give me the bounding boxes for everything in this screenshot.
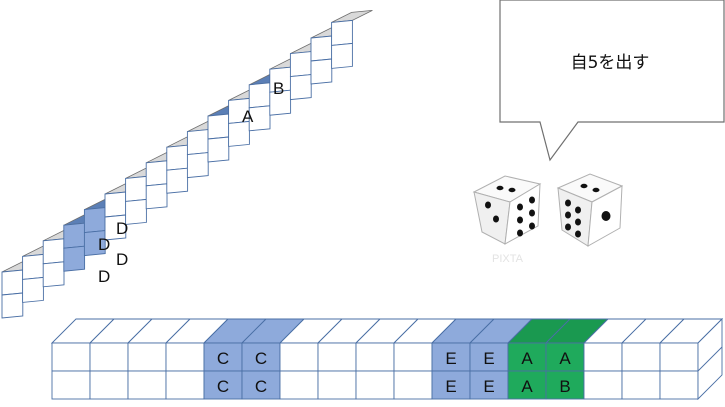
diag-tile-face [228, 120, 250, 147]
diag-tile-face [207, 136, 230, 163]
bottom-tile-label-top: C [255, 349, 267, 368]
bottom-tile-face [279, 342, 319, 372]
label-b: B [273, 79, 284, 98]
bottom-tile-label-bottom: C [217, 377, 229, 396]
bottom-tile-label-top: E [445, 349, 456, 368]
diag-tile-face [145, 183, 168, 210]
diag-tile-face [289, 51, 312, 78]
label-a: A [242, 107, 254, 126]
label-d-3: D [116, 250, 128, 269]
bottom-tile-label-bottom: E [483, 377, 494, 396]
bottom-tile-label-bottom: A [521, 377, 533, 396]
speech-callout: 自5を出す [499, 0, 725, 162]
bottom-tile-face [203, 342, 243, 372]
diag-tile-face [166, 144, 189, 171]
label-d-4: D [98, 267, 110, 286]
bottom-tile-face [393, 342, 433, 372]
bottom-tile-face [545, 370, 585, 400]
bottom-tile-label-bottom: B [559, 377, 570, 396]
bottom-tile-face [659, 370, 699, 400]
diag-tile-face [248, 82, 271, 109]
dice-pair: PIXTA [472, 173, 624, 265]
bottom-tile-face [431, 370, 471, 400]
die-right [556, 173, 624, 247]
bottom-tile-face [127, 342, 167, 372]
bottom-tile-face [89, 370, 129, 400]
bottom-row-end-divider [697, 346, 723, 372]
bottom-tile-label-top: C [217, 349, 229, 368]
bottom-tile-face [507, 342, 547, 372]
bottom-tile-face [355, 370, 395, 400]
diag-tile-face [83, 230, 106, 257]
bottom-tile-face [583, 370, 623, 400]
diag-tile-face [1, 269, 24, 296]
bottom-tile-face [165, 370, 205, 400]
bottom-tile-label-bottom: C [255, 377, 267, 396]
bottom-tile-face [469, 342, 509, 372]
label-d-1: D [116, 219, 128, 238]
bottom-tile-face [127, 370, 167, 400]
bottom-tile-face [393, 370, 433, 400]
diag-tile-face [1, 292, 24, 319]
diag-tile-face [207, 113, 230, 140]
diag-tile-face [248, 105, 271, 132]
bottom-tile-face [241, 370, 281, 400]
bottom-tile-face [621, 370, 661, 400]
diag-tile-face [42, 261, 65, 288]
bottom-tile-face [507, 370, 547, 400]
callout-text: 自5を出す [571, 53, 650, 73]
diag-tile-face [310, 35, 333, 62]
diag-tile-face [104, 191, 127, 218]
die-left [472, 175, 542, 245]
diagonal-tile-wall [1, 10, 373, 319]
bottom-tile-face [279, 370, 319, 400]
diag-tile-face [22, 276, 44, 303]
bottom-tile-label-top: A [559, 349, 571, 368]
diag-tile-face [145, 160, 168, 187]
bottom-tile-face [545, 342, 585, 372]
diag-tile-face [331, 42, 353, 69]
bottom-tile-face [317, 370, 357, 400]
diag-tile-face [186, 129, 209, 156]
diag-tile-face [42, 238, 65, 265]
bottom-tile-face [621, 342, 661, 372]
bottom-tile-label-top: E [483, 349, 494, 368]
bottom-tile-face [203, 370, 243, 400]
diag-tile-face [310, 58, 333, 85]
bottom-tile-face [355, 342, 395, 372]
diag-tile-face [83, 207, 106, 234]
bottom-tile-face [89, 342, 129, 372]
diag-tile-face [63, 245, 86, 272]
diag-tile-face [125, 198, 147, 225]
bottom-tile-label-top: A [521, 349, 533, 368]
bottom-tile-label-bottom: E [445, 377, 456, 396]
bottom-tile-face [317, 342, 357, 372]
bottom-tile-face [469, 370, 509, 400]
diag-tile-face [186, 152, 209, 179]
diag-tile-face [166, 167, 189, 194]
bottom-tile-face [659, 342, 699, 372]
diag-tile-face [104, 214, 127, 241]
diag-tile-face [289, 74, 312, 101]
label-d-2: D [98, 235, 110, 254]
dice-watermark: PIXTA [492, 253, 524, 265]
diag-tile-face [22, 253, 44, 280]
diag-tile-face [269, 89, 292, 116]
bottom-tile-face [583, 342, 623, 372]
diag-tile-face [63, 222, 86, 249]
bottom-tile-face [165, 342, 205, 372]
bottom-tile-face [51, 342, 91, 372]
diag-tile-face [331, 19, 353, 46]
bottom-tile-face [51, 370, 91, 400]
diag-tile-face [125, 175, 147, 202]
